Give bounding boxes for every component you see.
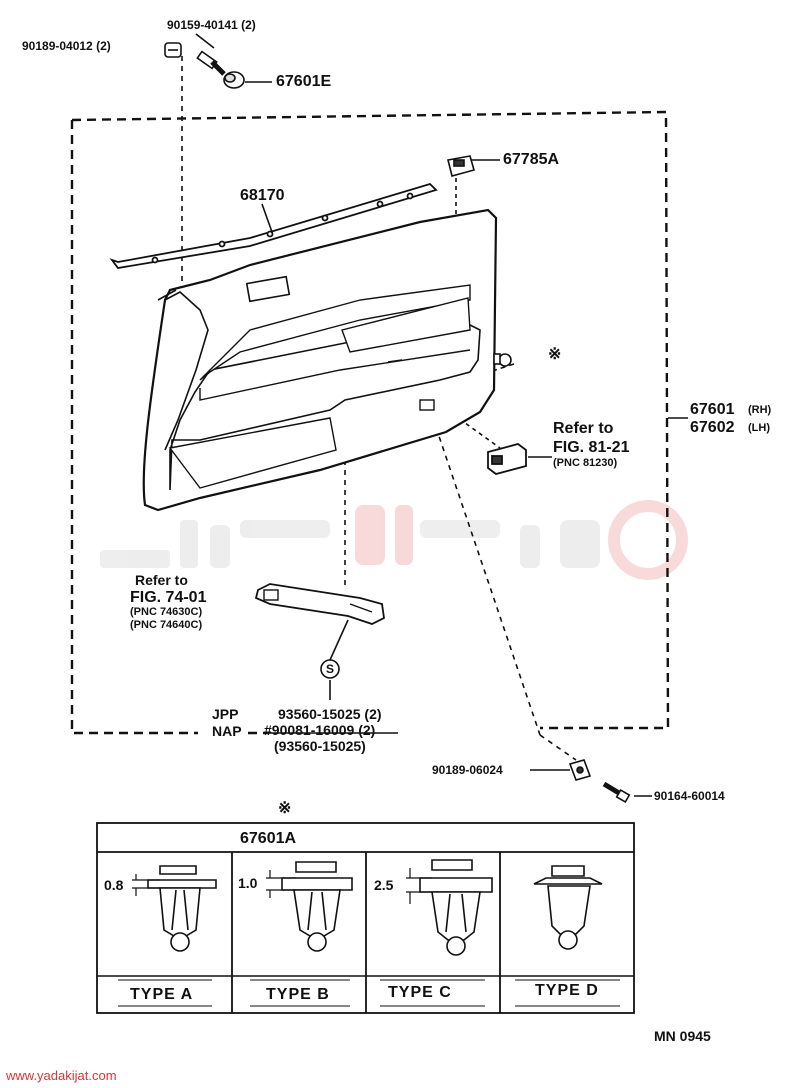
dimension-markers [132,868,432,904]
weatherstrip-68170 [109,182,438,269]
label-clip-bottom: 90189-06024 [432,763,503,777]
type-a-label: TYPE A [130,986,194,1003]
dim-type-b: 1.0 [238,875,258,891]
table-star: ※ [278,800,292,817]
watermark-url[interactable]: www.yadakijat.com [6,1068,117,1083]
door-trim-panel [142,208,498,512]
type-c-label: TYPE C [388,984,452,1001]
clip-type-table [96,822,635,1014]
label-panel-rh: 67601 [690,401,735,418]
label-screw-bottom: 90164-60014 [654,789,725,803]
watermark-logo [100,520,600,568]
diagram-code: MN 0945 [654,1028,711,1044]
ref-left-line1: Refer to [135,572,188,588]
label-cap: 67601E [276,73,332,90]
screw-bottom [602,781,631,804]
ref-left-pnc1: (PNC 74630C) [130,606,203,618]
pull-handle [254,583,385,625]
dim-type-a: 0.8 [104,877,124,893]
screw-s-marker [320,659,340,679]
label-clip-star: ※ [548,346,562,363]
ref-right-line2: FIG. 81-21 [553,439,630,456]
ref-right-pnc: (PNC 81230) [553,457,618,469]
screw-top [196,50,226,76]
clip-type-d-drawing [533,865,603,950]
clip-type-c-drawing [419,859,493,956]
label-panel-lh: 67602 [690,419,735,436]
label-screw-2: #90081-16009 (2) [264,722,376,738]
cap-part [223,71,245,89]
dim-type-c: 2.5 [374,877,394,893]
watermark-logo-red [355,500,688,580]
label-panel-rh-tag: (RH) [748,404,772,416]
ref-right-line1: Refer to [553,420,614,437]
label-screw-s: S [326,662,335,676]
window-switch [487,443,527,475]
label-region-jpp: JPP [212,706,239,722]
label-panel-lh-tag: (LH) [748,422,770,434]
type-d-label: TYPE D [535,982,599,999]
clip-star [493,353,512,367]
label-clip-top-left: 90189-04012 (2) [22,39,111,53]
table-part-number: 67601A [240,830,297,847]
label-switch-base: 67785A [503,151,560,168]
label-region-nap: NAP [212,723,242,739]
clip-type-a-drawing [147,865,217,952]
label-screw-1: 93560-15025 (2) [278,706,382,722]
label-screw-3: (93560-15025) [274,738,366,754]
clip-top-left [164,42,182,58]
type-b-label: TYPE B [266,986,330,1003]
label-weatherstrip: 68170 [240,187,285,204]
assembly-frame [70,110,670,735]
ref-left-line2: FIG. 74-01 [130,589,207,606]
label-screw-top: 90159-40141 (2) [167,18,256,32]
clip-bottom [568,759,592,781]
switch-base [447,155,475,177]
clip-type-b-drawing [281,861,353,952]
ref-left-pnc2: (PNC 74640C) [130,619,203,631]
